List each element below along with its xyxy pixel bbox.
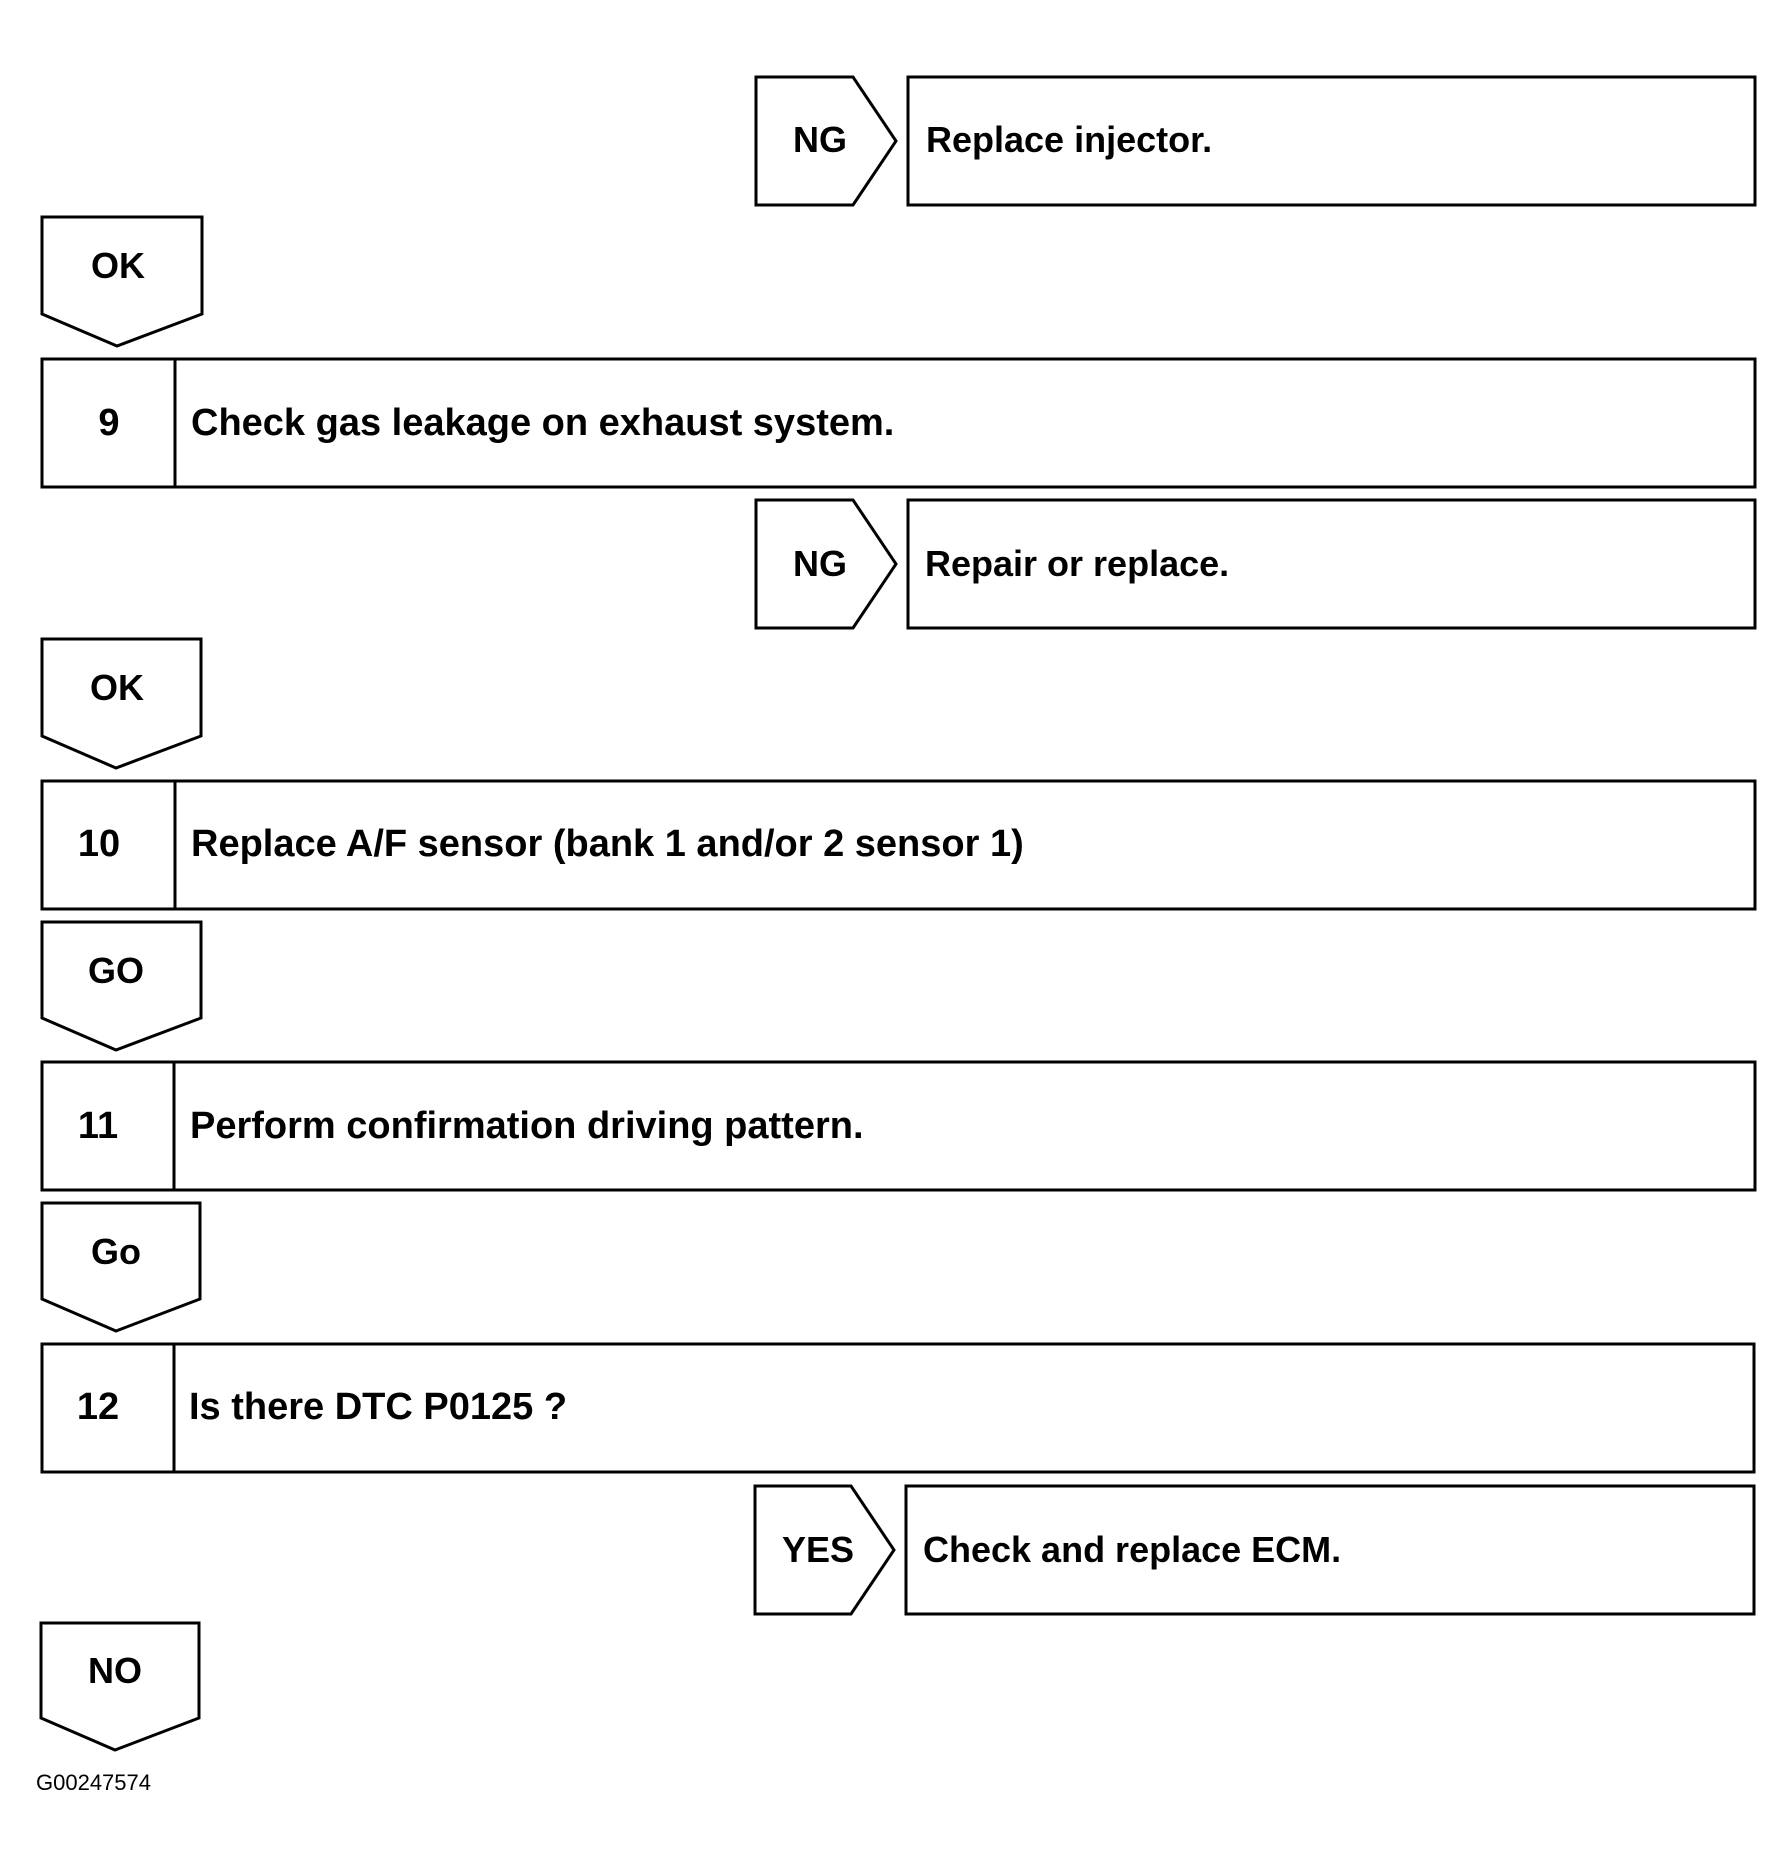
step-box	[40, 1342, 1756, 1474]
step-10: 10 Replace A/F sensor (bank 1 and/or 2 s…	[40, 779, 1757, 911]
ok-arrow-2: OK	[40, 637, 203, 770]
no-arrow-label: NO	[88, 1650, 142, 1691]
step-text: Check gas leakage on exhaust system.	[191, 402, 894, 444]
ok-arrow-shape	[40, 637, 203, 770]
step-9: 9 Check gas leakage on exhaust system.	[40, 357, 1757, 489]
yes-arrow-shape	[753, 1484, 896, 1616]
yes-arrow-label: YES	[782, 1529, 854, 1570]
ng-arrow-label: NG	[793, 543, 847, 584]
step-number: 9	[98, 402, 119, 444]
step-12: 12 Is there DTC P0125 ?	[40, 1342, 1756, 1474]
step-number: 12	[77, 1386, 119, 1428]
repair-or-replace-text: Repair or replace.	[925, 543, 1229, 584]
figure-code: G00247574	[36, 1770, 151, 1795]
no-arrow-shape	[39, 1621, 201, 1752]
check-replace-ecm-box	[904, 1484, 1756, 1616]
replace-injector-text: Replace injector.	[926, 119, 1212, 160]
step-box	[40, 779, 1757, 911]
ng-arrow-label: NG	[793, 119, 847, 160]
yes-ecm-branch: YES Check and replace ECM.	[753, 1484, 1756, 1616]
replace-injector-box	[906, 75, 1757, 207]
ng-exhaust-branch: NG Repair or replace.	[754, 498, 1757, 630]
step-box	[40, 357, 1757, 489]
step-number: 10	[78, 823, 120, 865]
check-replace-ecm-text: Check and replace ECM.	[923, 1529, 1341, 1570]
go-arrow-1: GO	[40, 920, 203, 1052]
step-text: Replace A/F sensor (bank 1 and/or 2 sens…	[191, 823, 1024, 865]
go-arrow-shape	[40, 920, 203, 1052]
step-box	[40, 1060, 1757, 1192]
no-arrow: NO	[39, 1621, 201, 1752]
go-arrow-2: Go	[40, 1201, 202, 1333]
ok-arrow-1: OK	[40, 215, 204, 348]
go-arrow-shape	[40, 1201, 202, 1333]
ng-arrow-shape	[754, 75, 898, 207]
go-arrow-label: GO	[88, 950, 144, 991]
ok-arrow-label: OK	[91, 245, 145, 286]
ok-arrow-shape	[40, 215, 204, 348]
repair-or-replace-box	[906, 498, 1757, 630]
step-text: Perform confirmation driving pattern.	[190, 1105, 864, 1147]
go-arrow-label: Go	[91, 1231, 141, 1272]
step-number: 11	[78, 1105, 118, 1147]
step-11: 11 Perform confirmation driving pattern.	[40, 1060, 1757, 1192]
ng-injector-branch: NG Replace injector.	[754, 75, 1757, 207]
ok-arrow-label: OK	[90, 667, 144, 708]
ng-arrow-shape	[754, 498, 898, 630]
step-text: Is there DTC P0125 ?	[189, 1386, 567, 1428]
